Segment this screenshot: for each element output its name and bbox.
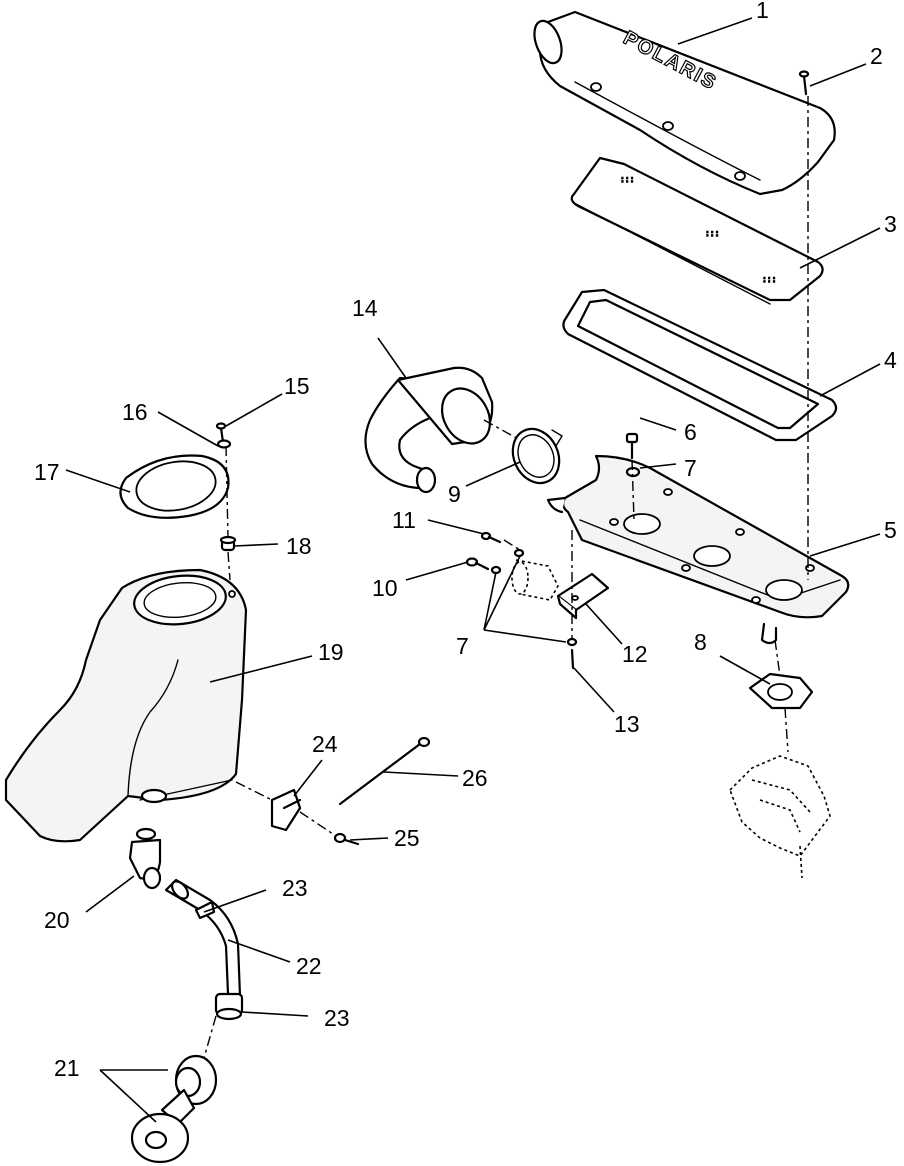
part-3-filter-plate: ::: ::: ::: bbox=[570, 156, 824, 305]
part-18-grommet bbox=[219, 535, 237, 552]
assembly-centerlines bbox=[203, 96, 809, 1059]
callout-23-lower: 23 bbox=[324, 1005, 350, 1031]
callout-17: 17 bbox=[34, 459, 60, 485]
callout-25: 25 bbox=[394, 825, 420, 851]
carburetor-outline bbox=[729, 755, 831, 879]
part-1-airbox-cover: POLARIS bbox=[533, 10, 836, 196]
part-25-fastener bbox=[333, 832, 360, 846]
callout-5: 5 bbox=[884, 517, 897, 543]
callout-10: 10 bbox=[372, 575, 398, 601]
leader-lines bbox=[65, 17, 881, 1123]
part-5-airbox-base bbox=[546, 454, 850, 645]
callout-labels: 1 2 3 4 5 6 7 8 9 10 11 12 13 14 15 16 1… bbox=[34, 0, 897, 1081]
callout-1: 1 bbox=[756, 0, 769, 23]
part-14-intake-elbow bbox=[364, 366, 494, 494]
part-23-clamp-upper bbox=[170, 880, 216, 920]
callout-7-lower: 7 bbox=[456, 633, 469, 659]
callout-14: 14 bbox=[352, 295, 378, 321]
callout-12: 12 bbox=[622, 641, 648, 667]
callout-13: 13 bbox=[614, 711, 640, 737]
callout-21: 21 bbox=[54, 1055, 80, 1081]
callout-23-upper: 23 bbox=[282, 875, 308, 901]
part-16-washer bbox=[216, 439, 232, 449]
callout-7-upper: 7 bbox=[684, 455, 697, 481]
callout-3: 3 bbox=[884, 211, 897, 237]
part-10-screw bbox=[465, 557, 490, 571]
part-20-elbow-fitting bbox=[128, 827, 162, 890]
callout-24: 24 bbox=[312, 731, 338, 757]
svg-text::::: ::: bbox=[762, 276, 776, 285]
callout-2: 2 bbox=[870, 43, 883, 69]
callout-4: 4 bbox=[884, 347, 897, 373]
callout-22: 22 bbox=[296, 953, 322, 979]
callout-18: 18 bbox=[286, 533, 312, 559]
part-22-hose bbox=[164, 878, 242, 998]
svg-text::::: ::: bbox=[620, 176, 634, 185]
callout-6: 6 bbox=[684, 419, 697, 445]
part-4-gasket bbox=[562, 288, 838, 442]
callout-9: 9 bbox=[448, 481, 461, 507]
part-26-cable-tie bbox=[338, 736, 431, 806]
callout-26: 26 bbox=[462, 765, 488, 791]
callout-15: 15 bbox=[284, 373, 310, 399]
part-15-screw bbox=[215, 422, 227, 444]
part-2-screw bbox=[798, 70, 810, 96]
callout-8: 8 bbox=[694, 629, 707, 655]
part-8-flange-gasket bbox=[748, 672, 814, 710]
part-23-clamp-lower bbox=[214, 992, 244, 1021]
part-17-mounting-ring bbox=[119, 454, 230, 519]
part-13-screw bbox=[570, 648, 575, 670]
part-6-bolt bbox=[625, 432, 639, 460]
callout-16: 16 bbox=[122, 399, 148, 425]
part-12-bracket bbox=[556, 572, 610, 620]
duct-adapter-outline bbox=[511, 559, 559, 601]
callout-19: 19 bbox=[318, 639, 344, 665]
svg-text::::: ::: bbox=[705, 230, 719, 239]
part-9-clamp-ring bbox=[511, 427, 563, 485]
part-11-screw bbox=[480, 531, 502, 544]
part-21-fitting-lower bbox=[130, 1088, 196, 1164]
part-19-silencer bbox=[4, 568, 248, 843]
part-24-hose-clip bbox=[270, 788, 302, 832]
callout-11: 11 bbox=[392, 507, 416, 533]
callout-20: 20 bbox=[44, 907, 70, 933]
